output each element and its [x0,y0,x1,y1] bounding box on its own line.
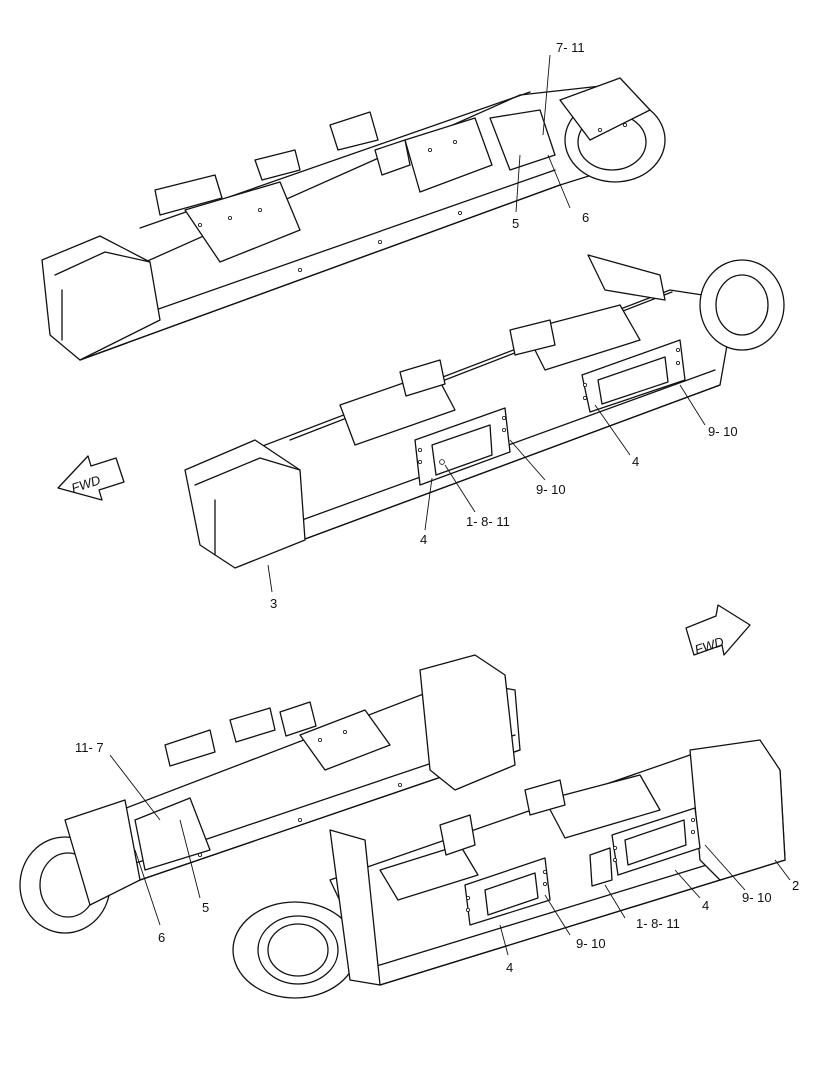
leader-lines [109,54,791,956]
callout-9-10-bottom-left: 9- 10 [576,936,606,951]
callouts: 7- 11 5 6 9- 10 4 9- 10 1- 8- 11 4 3 11-… [75,40,799,975]
callout-6-bottom: 6 [158,930,165,945]
callout-9-10-mid-left: 9- 10 [536,482,566,497]
callout-4-mid-right: 4 [632,454,639,469]
callout-4-bottom-left: 4 [506,960,513,975]
frame-bottom-left [19,654,521,934]
callout-5-bottom: 5 [202,900,209,915]
callout-2: 2 [792,878,799,893]
callout-9-10-bottom-right: 9- 10 [742,890,772,905]
fwd-arrow-right: FWD [685,604,751,657]
callout-7-11: 7- 11 [556,40,585,55]
callout-4-mid-left: 4 [420,532,427,547]
callout-1-8-11-mid: 1- 8- 11 [466,514,510,529]
callout-1-8-11-bottom: 1- 8- 11 [636,916,680,931]
callout-9-10-mid-right: 9- 10 [708,424,738,439]
callout-4-bottom-right: 4 [702,898,709,913]
callout-3: 3 [270,596,277,611]
frame-top-rear [41,77,666,361]
frame-middle-front [184,254,785,569]
callout-11-7: 11- 7 [75,740,104,755]
callout-5-top: 5 [512,216,519,231]
frame-bottom-right [232,739,786,999]
callout-6-top: 6 [582,210,589,225]
fwd-arrow-left: FWD [57,455,125,501]
